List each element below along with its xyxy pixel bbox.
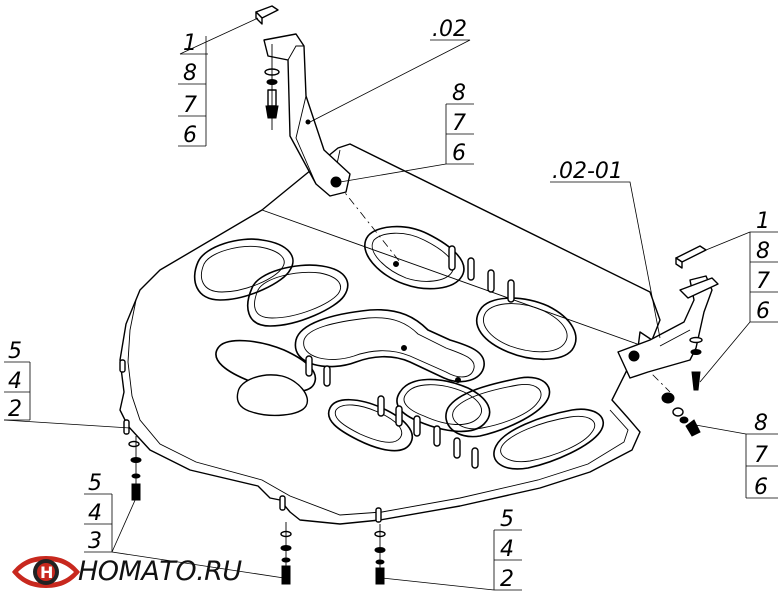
label-6-mid: 6 <box>452 141 466 166</box>
bracket-02 <box>263 33 351 197</box>
homato-logo: H <box>12 556 80 588</box>
vent-slots <box>305 245 515 469</box>
right-hardware-top <box>675 245 707 391</box>
logo-text: НОМАТО.RU <box>78 556 242 587</box>
label-3-bottomleft: 3 <box>88 529 102 554</box>
right-hardware-bottom <box>661 392 701 437</box>
bottom-hardware <box>128 436 386 585</box>
label-1-right: 1 <box>756 209 770 234</box>
label-8-mid: 8 <box>452 81 466 106</box>
callout-leaders <box>3 17 778 591</box>
label-5-bottomleft: 5 <box>88 471 102 496</box>
label-1-topleft: 1 <box>183 31 197 56</box>
skid-plate <box>119 143 661 525</box>
service-hatch <box>236 374 309 417</box>
stiffening-ribs <box>193 225 605 470</box>
label-4-bottomleft: 4 <box>88 501 102 526</box>
label-7-right: 7 <box>756 269 770 294</box>
callout-labels: 1 8 7 6 .02 8 7 6 .02-01 1 8 7 6 8 7 6 5… <box>8 17 770 592</box>
label-8-topleft: 8 <box>183 61 197 86</box>
label-8-right: 8 <box>756 239 770 264</box>
label-5-bottomright: 5 <box>500 507 514 532</box>
label-8-rightlow: 8 <box>754 411 768 436</box>
label-4-bottomright: 4 <box>500 537 514 562</box>
label-6-right: 6 <box>756 299 770 324</box>
label-7-rightlow: 7 <box>754 443 768 468</box>
label-2-left: 2 <box>8 397 22 422</box>
bracket-02-01 <box>617 275 719 379</box>
label-6-topleft: 6 <box>183 123 197 148</box>
logo-mark-letter: H <box>40 563 53 582</box>
label-2-bottomright: 2 <box>500 567 514 592</box>
label-7-topleft: 7 <box>183 93 197 118</box>
label-4-left: 4 <box>8 369 22 394</box>
label-6-rightlow: 6 <box>754 475 768 500</box>
label-part-02: .02 <box>432 17 467 42</box>
logo-mark-icon: H <box>12 556 80 588</box>
label-7-mid: 7 <box>452 111 466 136</box>
label-5-left: 5 <box>8 339 22 364</box>
label-part-02-01: .02-01 <box>552 159 623 184</box>
top-hardware <box>255 5 280 130</box>
